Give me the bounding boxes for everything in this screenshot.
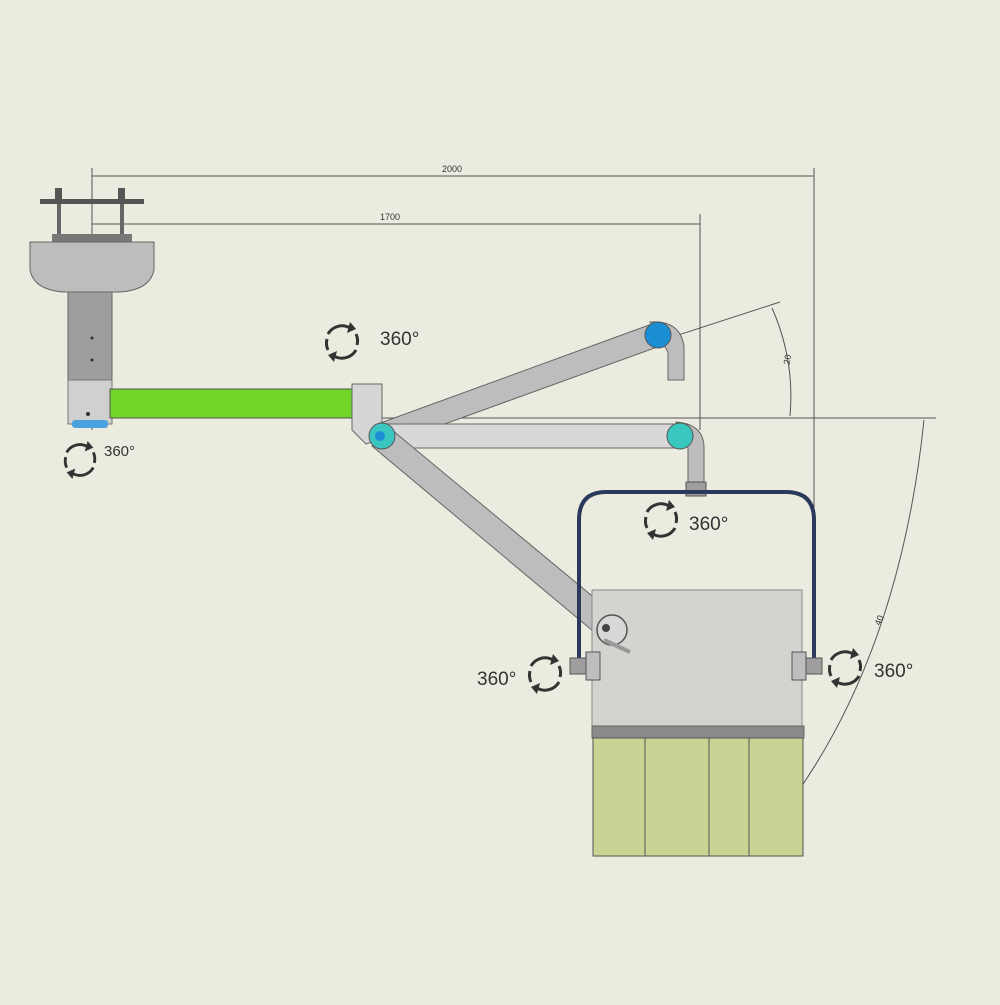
left-pivot: [569, 651, 601, 681]
lower-arm-bracket: [603, 638, 631, 654]
angle-20-dimension: 20: [771, 307, 794, 417]
angle-20-label: 20: [782, 354, 794, 366]
dimension-1700-label: 1700: [380, 212, 400, 222]
rotation-elbow-label: 360°: [380, 329, 419, 350]
upper-arm-raised: [374, 321, 685, 447]
hood-body: [591, 589, 805, 739]
rotation-hood-left-label: 360°: [477, 669, 516, 690]
dimension-2000: 2000: [91, 164, 815, 520]
rotation-hood-top-label: 360°: [689, 514, 728, 535]
lower-arm: [371, 429, 627, 643]
curtain-strips: [592, 737, 804, 857]
rotation-hood-right-label: 360°: [874, 661, 913, 682]
dimension-1700: 1700: [92, 212, 701, 430]
angle-40-label: 40: [873, 614, 886, 627]
primary-arm: [109, 388, 357, 419]
angle-40-dimension: 40: [791, 419, 925, 801]
rotation-hood-right: 360°: [827, 646, 913, 690]
rotation-elbow: 360°: [324, 320, 419, 364]
lower-arm-end-joint: [596, 614, 628, 646]
rotation-hood-left: 360°: [477, 652, 563, 696]
horizontal-arm: [383, 421, 707, 497]
right-pivot: [791, 651, 823, 681]
horizontal-arm-joint: [666, 422, 694, 450]
vertical-column: [67, 291, 113, 428]
rotation-hood-top: 360°: [643, 498, 728, 542]
rotation-base: 360°: [63, 439, 135, 481]
rotation-base-label: 360°: [104, 443, 135, 460]
dimension-2000-label: 2000: [442, 164, 462, 174]
lower-arm-end-joint-center: [602, 624, 610, 632]
hood-frame: [577, 490, 816, 665]
ceiling-mount: [29, 188, 155, 293]
upper-arm-joint: [644, 321, 672, 349]
elbow-joint-center: [375, 431, 385, 441]
